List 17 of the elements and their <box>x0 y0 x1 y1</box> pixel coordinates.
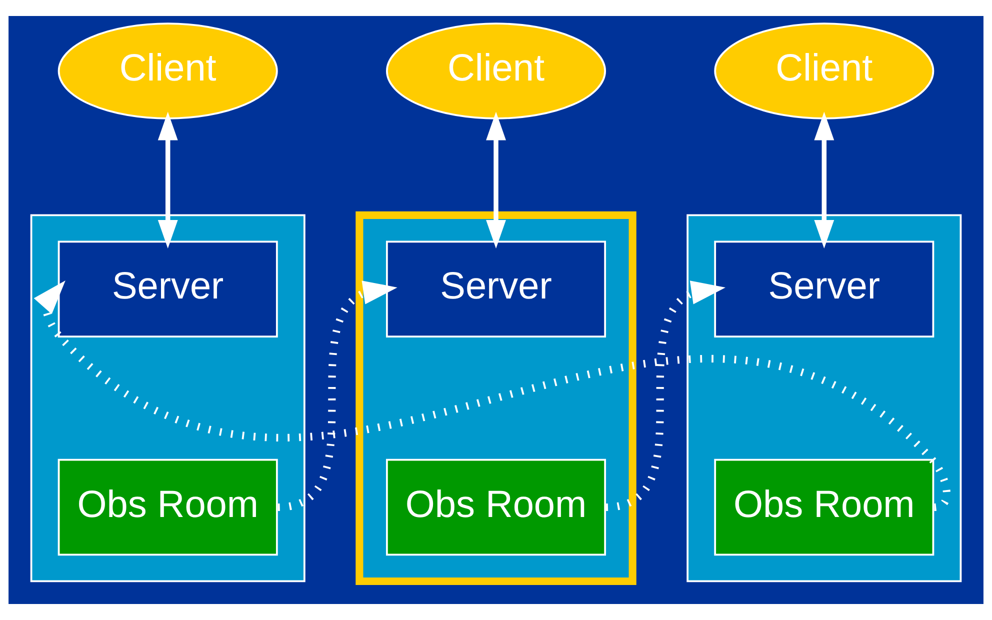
cluster <box>356 211 636 586</box>
node-ellipse: Client <box>386 22 606 120</box>
node-box: Server <box>714 240 934 338</box>
node-ellipse: Client <box>714 22 934 120</box>
node-box: Server <box>386 240 606 338</box>
cluster <box>30 214 306 582</box>
node-box: Obs Room <box>58 458 278 556</box>
arrow <box>814 112 834 248</box>
arrow <box>158 112 178 248</box>
node-box: Obs Room <box>714 458 934 556</box>
arrow <box>486 112 506 248</box>
node-ellipse: Client <box>58 22 278 120</box>
cluster <box>686 214 962 582</box>
node-box: Obs Room <box>386 458 606 556</box>
arrow <box>34 280 950 511</box>
node-box: Server <box>58 240 278 338</box>
arrow <box>605 280 726 511</box>
